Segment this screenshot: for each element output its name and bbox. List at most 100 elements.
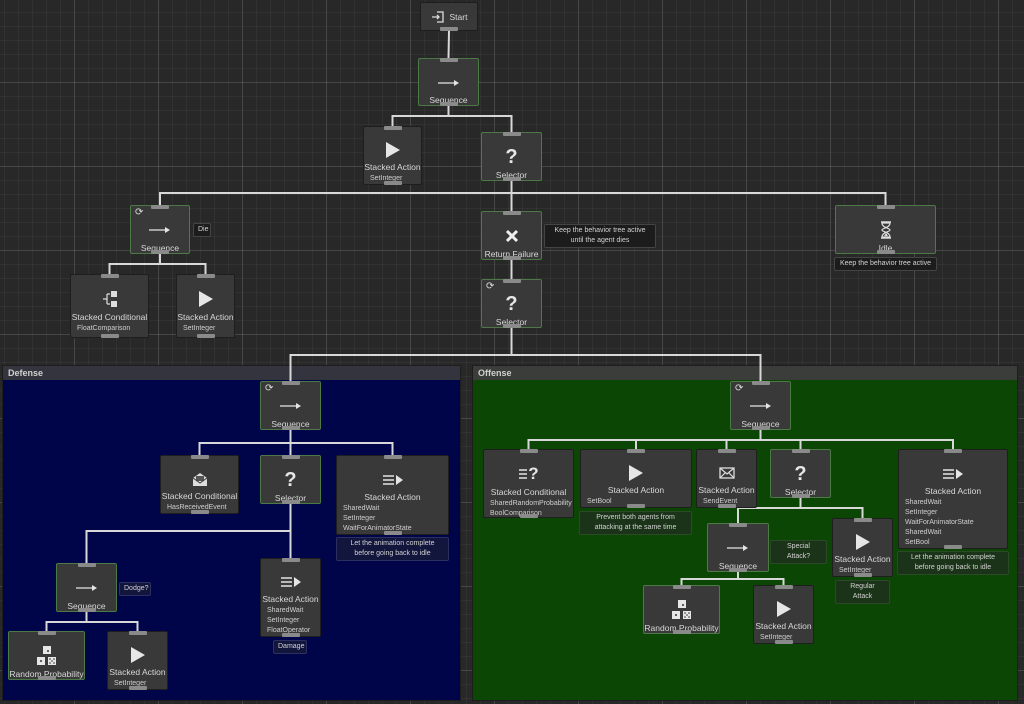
- output-port[interactable]: [383, 181, 402, 185]
- output-port[interactable]: [791, 494, 810, 498]
- node-title: Stacked Action: [924, 486, 982, 496]
- node-start[interactable]: Start: [420, 2, 478, 31]
- connection-root-sequence-to-main-selector: [447, 106, 513, 132]
- output-port[interactable]: [774, 640, 793, 644]
- input-port[interactable]: [519, 449, 538, 453]
- node-die-sequence[interactable]: ⟳Sequence: [130, 205, 190, 254]
- output-port[interactable]: [672, 630, 691, 634]
- question-icon: ?: [505, 146, 518, 168]
- node-off-selector[interactable]: ?Selector: [770, 449, 831, 498]
- input-port[interactable]: [729, 523, 747, 527]
- input-port[interactable]: [281, 455, 300, 459]
- input-port[interactable]: [751, 381, 770, 385]
- input-port[interactable]: [672, 585, 691, 589]
- node-combat-selector[interactable]: ⟳?Selector: [481, 279, 542, 328]
- output-port[interactable]: [853, 573, 872, 577]
- input-port[interactable]: [502, 132, 521, 136]
- node-dodge-sequence[interactable]: Sequence: [56, 563, 117, 612]
- node-main-selector[interactable]: ?Selector: [481, 132, 542, 181]
- output-port[interactable]: [100, 334, 119, 338]
- output-port[interactable]: [751, 426, 770, 430]
- output-port[interactable]: [876, 250, 895, 254]
- input-port[interactable]: [281, 558, 300, 562]
- play-icon: [855, 533, 871, 551]
- node-special-random[interactable]: Random Probability: [643, 585, 720, 634]
- list-play-icon: [942, 464, 964, 483]
- input-port[interactable]: [383, 126, 402, 130]
- input-port[interactable]: [77, 563, 96, 567]
- subtask-list: SetInteger: [177, 324, 234, 334]
- hourglass-icon: [880, 220, 892, 240]
- node-return-failure[interactable]: Return Failure: [481, 211, 542, 260]
- output-port[interactable]: [944, 545, 962, 549]
- input-port[interactable]: [383, 455, 402, 459]
- comment-special-sequence: Special Attack?: [770, 540, 827, 564]
- node-idle[interactable]: Idle: [835, 205, 936, 254]
- branch-icon: [101, 289, 119, 309]
- output-port[interactable]: [196, 334, 215, 338]
- node-def-selector[interactable]: ?Selector: [260, 455, 321, 504]
- subtask-list: SetInteger: [754, 633, 813, 643]
- input-port[interactable]: [876, 205, 895, 209]
- input-port[interactable]: [502, 279, 521, 283]
- node-title: Sequence: [429, 95, 468, 105]
- output-port[interactable]: [151, 250, 169, 254]
- node-special-sequence[interactable]: Sequence: [707, 523, 769, 572]
- input-port[interactable]: [853, 518, 872, 522]
- output-port[interactable]: [519, 514, 538, 518]
- output-port[interactable]: [281, 500, 300, 504]
- input-port[interactable]: [196, 274, 215, 278]
- output-port[interactable]: [717, 504, 736, 508]
- input-port[interactable]: [439, 58, 458, 62]
- output-port[interactable]: [502, 256, 521, 260]
- input-port[interactable]: [100, 274, 119, 278]
- output-port[interactable]: [627, 504, 645, 508]
- node-def-sequence[interactable]: ⟳Sequence: [260, 381, 321, 430]
- node-dodge-random[interactable]: Random Probability: [8, 631, 85, 680]
- subtask-item: SetInteger: [343, 515, 376, 522]
- reevaluate-icon: ⟳: [735, 383, 744, 394]
- node-root-sequence[interactable]: Sequence: [418, 58, 479, 106]
- output-port[interactable]: [190, 510, 209, 514]
- output-port[interactable]: [128, 686, 147, 690]
- output-port[interactable]: [502, 177, 521, 181]
- input-port[interactable]: [281, 381, 300, 385]
- input-port[interactable]: [151, 205, 169, 209]
- input-port[interactable]: [627, 449, 645, 453]
- input-port[interactable]: [37, 631, 56, 635]
- input-port[interactable]: [944, 449, 962, 453]
- output-port[interactable]: [383, 531, 402, 535]
- input-port[interactable]: [190, 455, 209, 459]
- input-port[interactable]: [717, 449, 736, 453]
- input-port[interactable]: [502, 211, 521, 215]
- output-port[interactable]: [281, 633, 300, 637]
- input-port[interactable]: [774, 585, 793, 589]
- input-port[interactable]: [128, 631, 147, 635]
- node-off-sequence[interactable]: ⟳Sequence: [730, 381, 791, 430]
- output-port[interactable]: [77, 608, 96, 612]
- output-port[interactable]: [37, 676, 56, 680]
- dice-icon: [36, 646, 57, 666]
- output-port[interactable]: [439, 102, 458, 106]
- input-port[interactable]: [791, 449, 810, 453]
- output-port[interactable]: [440, 27, 458, 31]
- subtask-item: SharedWait: [905, 499, 942, 506]
- output-port[interactable]: [502, 324, 521, 328]
- output-port[interactable]: [281, 426, 300, 430]
- node-title: Stacked Action: [364, 492, 421, 502]
- output-port[interactable]: [729, 568, 747, 572]
- connection-root-sequence-to-init-action: [391, 106, 450, 126]
